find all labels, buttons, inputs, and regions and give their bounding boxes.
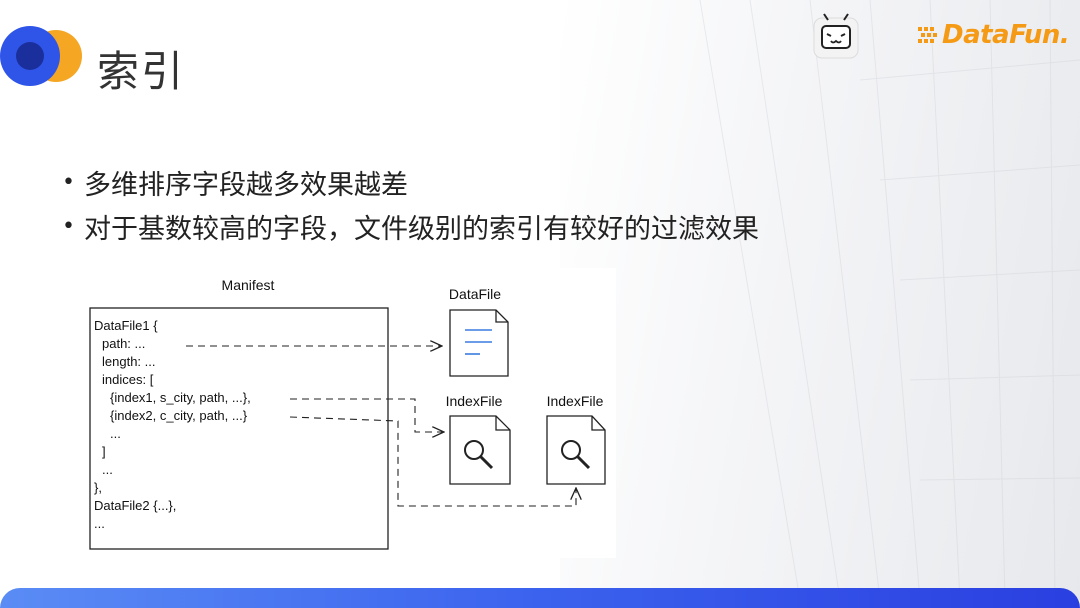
manifest-line: }, <box>94 480 102 495</box>
manifest-line: ... <box>110 426 121 441</box>
indexfile-label-1: IndexFile <box>446 393 503 409</box>
manifest-line: ] <box>102 444 106 459</box>
background-building-lines <box>699 0 1080 600</box>
manifest-label: Manifest <box>222 277 275 293</box>
brand-dots-icon <box>918 27 937 43</box>
manifest-line: length: ... <box>102 354 155 369</box>
bullet-text: 对于基数较高的字段，文件级别的索引有较好的过滤效果 <box>84 213 759 245</box>
manifest-box <box>89 307 389 550</box>
manifest-index-diagram: Manifest DataFile1 { path: ... length: .… <box>82 268 616 558</box>
bullet-dot-icon: • <box>62 213 75 239</box>
manifest-line: ... <box>102 462 113 477</box>
datafile-label: DataFile <box>449 286 501 302</box>
manifest-line: indices: [ <box>102 372 154 387</box>
index2-arrow-connector <box>289 416 576 507</box>
bullet-text: 多维排序字段越多效果越差 <box>84 169 408 201</box>
index1-arrow-connector <box>290 398 444 432</box>
bullet-dot-icon: • <box>62 169 75 195</box>
brand-name: DataFun. <box>942 20 1070 50</box>
bullet-item: • 对于基数较高的字段，文件级别的索引有较好的过滤效果 <box>62 204 759 248</box>
logo-circles-icon <box>0 26 82 86</box>
manifest-line: {index1, s_city, path, ...}, <box>110 390 251 405</box>
manifest-line: {index2, c_city, path, ...} <box>110 408 248 423</box>
brand-logo: DataFun. <box>918 18 1070 52</box>
mascot-tv-icon <box>813 13 859 59</box>
bullet-item: • 多维排序字段越多效果越差 <box>62 160 759 204</box>
datafile-document-icon <box>449 309 509 377</box>
indexfile-search-icon-1 <box>449 415 511 485</box>
indexfile-label-2: IndexFile <box>547 393 604 409</box>
bullet-list: • 多维排序字段越多效果越差 • 对于基数较高的字段，文件级别的索引有较好的过滤… <box>62 160 759 248</box>
footer-accent-bar <box>0 588 1080 608</box>
slide-title: 索引 <box>97 47 186 96</box>
manifest-line: DataFile1 { <box>94 318 158 333</box>
manifest-line: DataFile2 {...}, <box>94 498 176 513</box>
manifest-line: path: ... <box>102 336 145 351</box>
background-building-fade <box>560 0 1080 600</box>
manifest-line: ... <box>94 516 105 531</box>
indexfile-search-icon-2 <box>546 415 606 485</box>
